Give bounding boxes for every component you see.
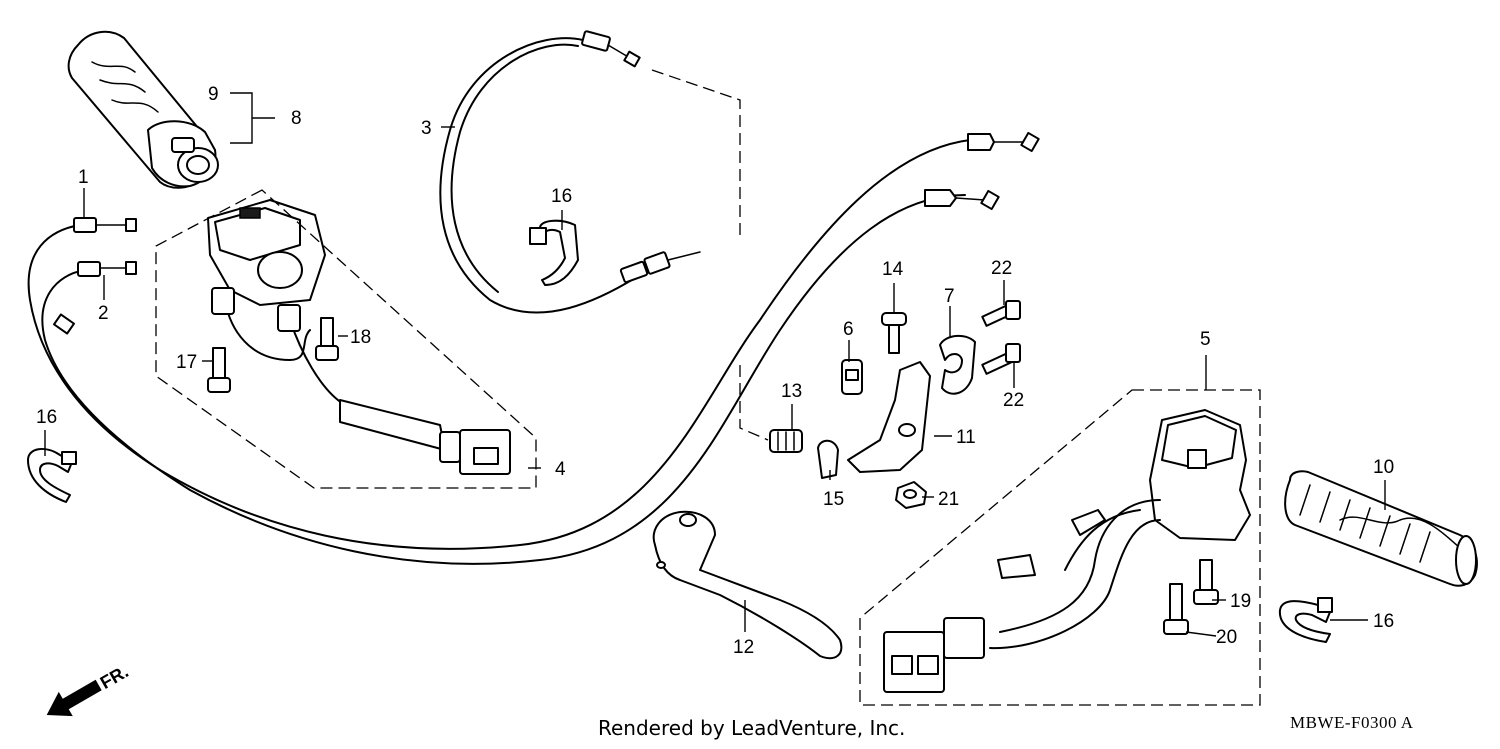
lever-bracket-11[interactable] [847,361,931,473]
bolt-18[interactable] [315,317,339,361]
bolt-17[interactable] [207,347,231,393]
callout-1: 1 [78,167,89,188]
callout-18: 18 [350,327,371,348]
callout-2: 2 [98,303,109,324]
cable-clamp-band-1[interactable] [27,448,77,503]
lever-bracket-holder-7[interactable] [939,334,976,395]
bolt-22b[interactable] [981,343,1021,375]
callout-14: 14 [882,259,904,280]
callout-20: 20 [1216,627,1237,648]
callout-7: 7 [944,286,955,307]
throttle-cables[interactable] [27,131,1040,565]
callout-16-top: 16 [551,186,572,207]
clutch-cable[interactable] [439,30,701,314]
nut-21[interactable] [895,481,927,509]
switch-6[interactable] [841,359,863,395]
front-arrow-icon [46,679,102,717]
group-outline-lever [739,365,769,441]
callout-22-lower: 22 [1003,390,1024,411]
cable-adjuster-13[interactable] [769,429,803,453]
callout-9: 9 [208,84,219,105]
bolt-19[interactable] [1193,559,1219,605]
diagram-code: MBWE-F0300 A [1290,713,1414,732]
callout-3: 3 [421,118,432,139]
callout-21: 21 [938,489,959,510]
right-handlebar-switch[interactable] [883,409,1251,693]
bolt-22a[interactable] [981,300,1021,327]
callout-22-upper: 22 [991,258,1012,279]
callout-5: 5 [1200,329,1211,350]
cable-clamp-band-3[interactable] [1278,597,1333,643]
lock-nut-15[interactable] [817,439,839,479]
callout-6: 6 [843,319,854,340]
right-handlebar-grip[interactable] [1284,470,1478,587]
callout-8: 8 [291,108,302,129]
group-outline-cable [651,69,741,240]
cable-clamp-band-2[interactable] [529,219,579,286]
clutch-lever[interactable] [652,510,843,660]
callout-11: 11 [956,427,976,448]
left-handlebar-switch[interactable] [207,199,511,475]
front-label: FR. [97,661,132,693]
pivot-bolt-14[interactable] [881,312,907,354]
bolt-20[interactable] [1163,583,1189,635]
callout-15: 15 [823,489,844,510]
credit-text: Rendered by LeadVenture, Inc. [598,716,906,740]
callout-12: 12 [733,637,754,658]
callout-19: 19 [1230,591,1251,612]
throttle-grip[interactable] [67,30,219,189]
callout-10: 10 [1373,457,1394,478]
front-direction-marker: FR. [46,661,132,717]
callout-17: 17 [176,352,197,373]
callout-16-right: 16 [1373,611,1394,632]
callout-4: 4 [555,459,566,480]
callout-16-left: 16 [36,407,57,428]
group-outline-left-switch [155,189,537,489]
callout-13: 13 [781,381,802,402]
leader-lines [44,92,1386,637]
